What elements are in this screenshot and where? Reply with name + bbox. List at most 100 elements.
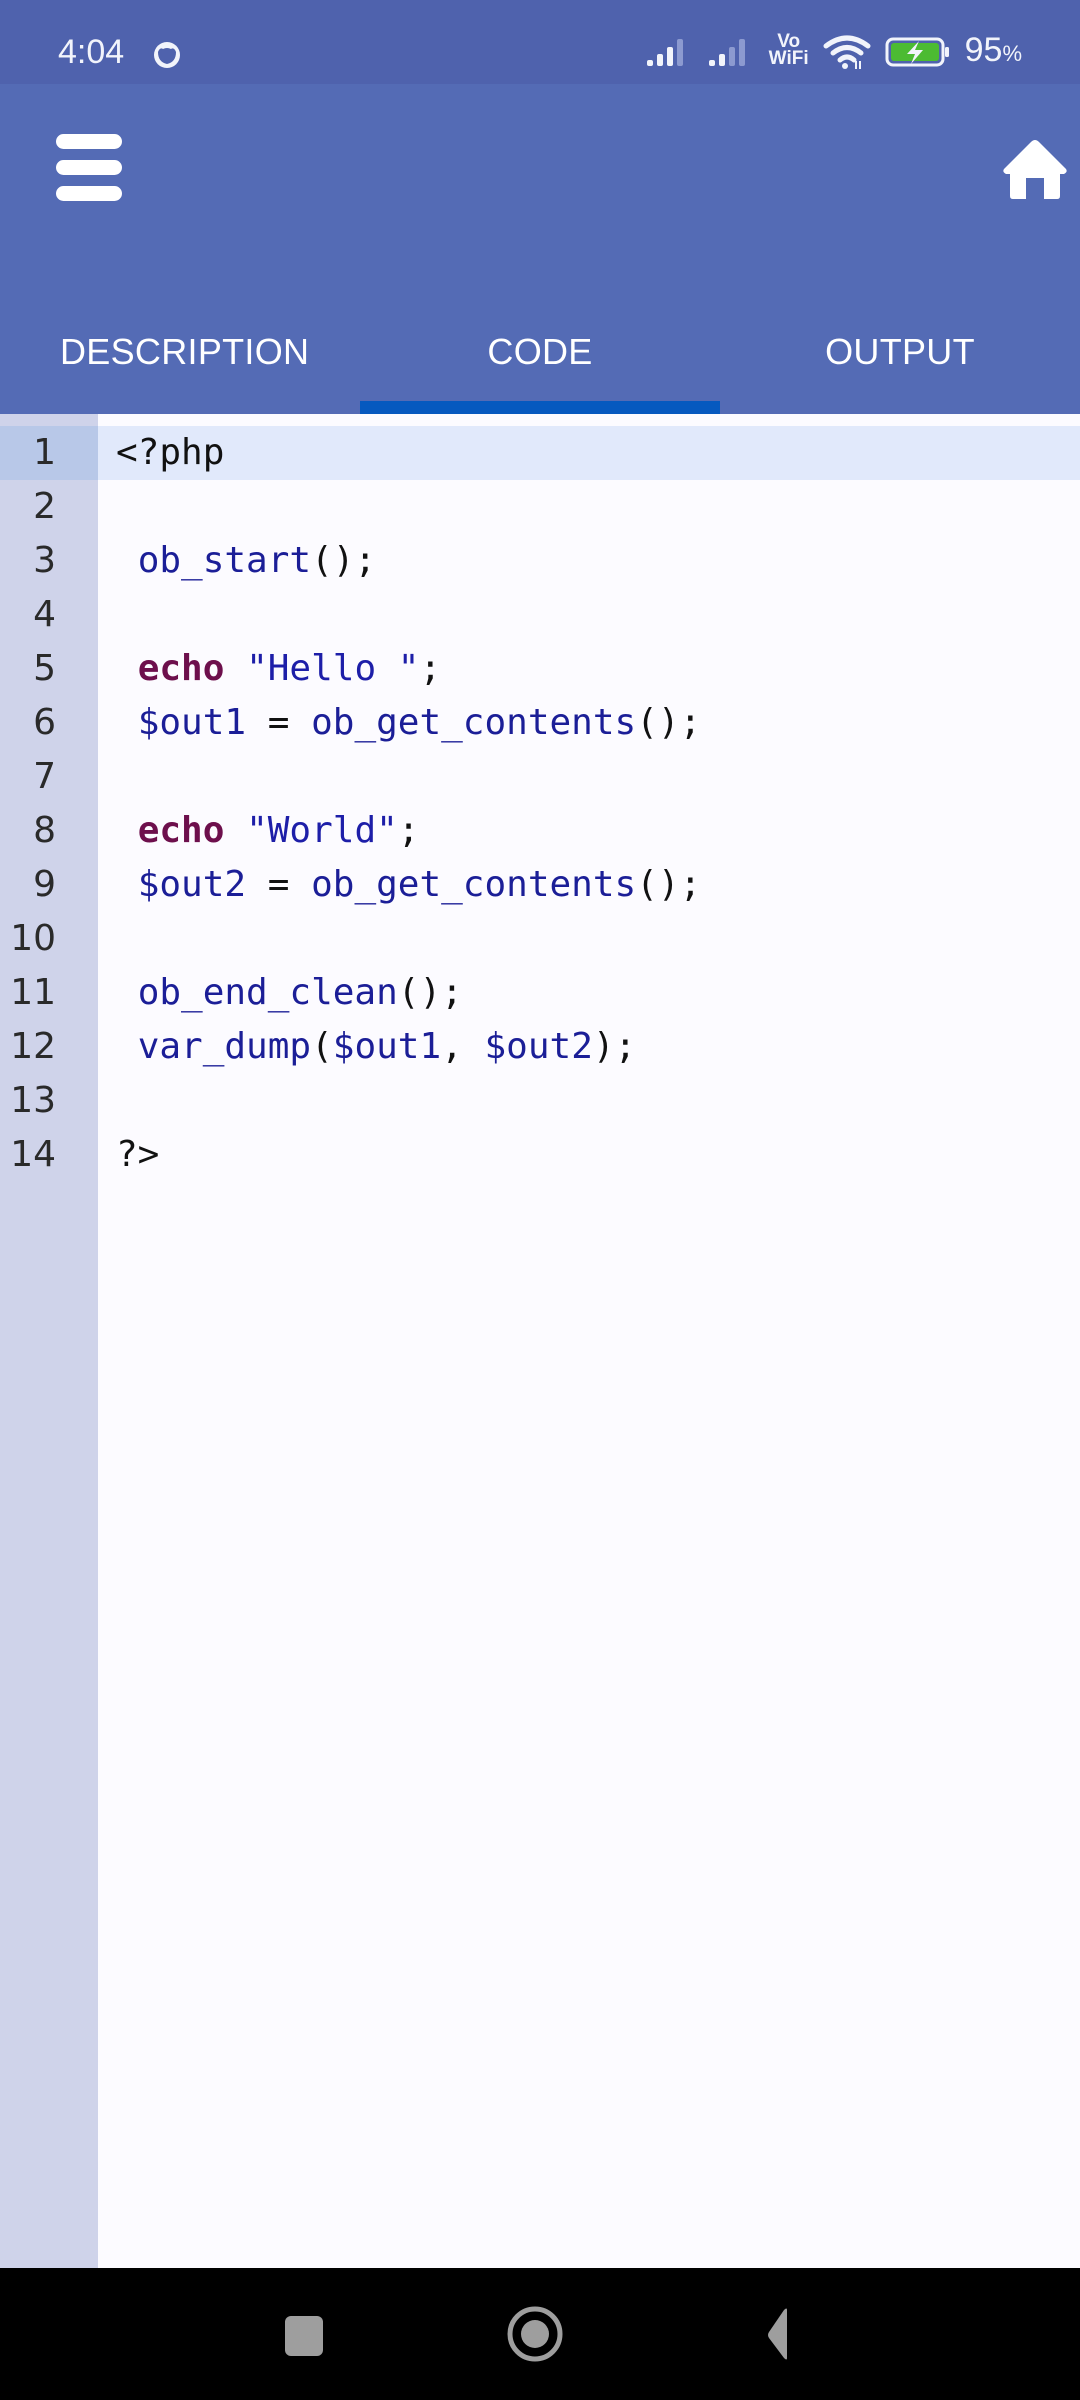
code-line[interactable]: 3 ob_start(); bbox=[0, 534, 1080, 588]
code-text: ob_end_clean(); bbox=[98, 966, 463, 1020]
code-token bbox=[116, 648, 138, 689]
home-circle-icon[interactable] bbox=[470, 2268, 600, 2400]
code-token: ?> bbox=[116, 1134, 160, 1175]
code-token bbox=[116, 1026, 138, 1067]
system-navigation-bar bbox=[0, 2268, 1080, 2400]
vowifi-icon: Vo WiFi bbox=[768, 31, 809, 69]
code-token: $out2 bbox=[484, 1026, 593, 1067]
app-notification-icon bbox=[154, 42, 180, 68]
code-line[interactable]: 1 <?php bbox=[0, 426, 1080, 480]
active-tab-indicator bbox=[360, 401, 720, 414]
app-bar: DESCRIPTION CODE OUTPUT bbox=[0, 84, 1080, 414]
code-token: "World" bbox=[246, 810, 398, 851]
code-text bbox=[98, 912, 116, 966]
wifi-icon bbox=[823, 35, 871, 69]
code-line[interactable]: 8 echo "World"; bbox=[0, 804, 1080, 858]
code-text: echo "Hello "; bbox=[98, 642, 441, 696]
hamburger-menu-icon[interactable] bbox=[56, 134, 122, 204]
code-token: ); bbox=[592, 1026, 637, 1067]
code-text: $out1 = ob_get_contents(); bbox=[98, 696, 702, 750]
home-icon[interactable] bbox=[1000, 136, 1070, 202]
line-number: 6 bbox=[33, 702, 56, 743]
code-token: (); bbox=[636, 864, 702, 905]
code-text: ob_start(); bbox=[98, 534, 376, 588]
code-token bbox=[116, 972, 138, 1013]
code-token bbox=[116, 810, 138, 851]
code-token bbox=[116, 540, 138, 581]
line-number: 8 bbox=[33, 810, 56, 851]
tab-bar: DESCRIPTION CODE OUTPUT bbox=[0, 300, 1080, 414]
code-token: "Hello " bbox=[246, 648, 420, 689]
code-line[interactable]: 2 bbox=[0, 480, 1080, 534]
code-token: ob_start bbox=[137, 540, 312, 581]
code-token: (); bbox=[636, 702, 702, 743]
recents-square-icon[interactable] bbox=[238, 2268, 368, 2400]
status-time: 4:04 bbox=[58, 33, 125, 71]
line-number: 5 bbox=[33, 648, 56, 689]
code-text bbox=[98, 480, 116, 534]
code-token: ob_get_contents bbox=[311, 702, 637, 743]
code-token: <?php bbox=[116, 432, 225, 473]
line-number: 12 bbox=[10, 1026, 56, 1067]
code-line[interactable]: 4 bbox=[0, 588, 1080, 642]
line-number: 10 bbox=[10, 918, 56, 959]
code-token: $out1 bbox=[137, 702, 247, 743]
code-line[interactable]: 13 bbox=[0, 1074, 1080, 1128]
line-number: 11 bbox=[10, 972, 56, 1013]
code-line[interactable]: 10 bbox=[0, 912, 1080, 966]
code-text: <?php bbox=[98, 426, 224, 480]
code-token: , bbox=[441, 1026, 485, 1067]
code-token: (); bbox=[397, 972, 463, 1013]
code-token: ; bbox=[419, 648, 442, 689]
line-number: 2 bbox=[33, 486, 56, 527]
battery-percent: 95% bbox=[964, 31, 1022, 69]
code-text bbox=[98, 750, 116, 804]
code-token: = bbox=[246, 864, 312, 905]
code-text: var_dump($out1, $out2); bbox=[98, 1020, 637, 1074]
line-number: 1 bbox=[0, 426, 98, 480]
tab-code[interactable]: CODE bbox=[360, 300, 720, 414]
code-line[interactable]: 9 $out2 = ob_get_contents(); bbox=[0, 858, 1080, 912]
line-number: 9 bbox=[33, 864, 56, 905]
status-bar: 4:04 Vo WiFi bbox=[0, 0, 1080, 84]
code-line[interactable]: 12 var_dump($out1, $out2); bbox=[0, 1020, 1080, 1074]
line-number-gutter bbox=[0, 414, 98, 2268]
line-number: 13 bbox=[10, 1080, 56, 1121]
code-line[interactable]: 7 bbox=[0, 750, 1080, 804]
code-text: ?> bbox=[98, 1128, 159, 1182]
code-line[interactable]: 5 echo "Hello "; bbox=[0, 642, 1080, 696]
code-token: = bbox=[246, 702, 312, 743]
code-token: ob_get_contents bbox=[311, 864, 637, 905]
back-triangle-icon[interactable] bbox=[705, 2268, 835, 2400]
code-line[interactable]: 14 ?> bbox=[0, 1128, 1080, 1182]
code-token: ob_end_clean bbox=[137, 972, 398, 1013]
code-token bbox=[224, 810, 246, 851]
code-token: $out1 bbox=[332, 1026, 442, 1067]
code-token: echo bbox=[137, 810, 225, 851]
status-icons: Vo WiFi 95% bbox=[645, 30, 1022, 74]
battery-charging-icon bbox=[885, 37, 949, 67]
code-text bbox=[98, 1074, 116, 1128]
signal-icon-sim1 bbox=[646, 39, 683, 66]
code-token bbox=[224, 648, 246, 689]
code-token: ( bbox=[311, 1026, 333, 1067]
line-number: 4 bbox=[33, 594, 56, 635]
code-line[interactable]: 6 $out1 = ob_get_contents(); bbox=[0, 696, 1080, 750]
line-number: 14 bbox=[10, 1134, 56, 1175]
tab-output[interactable]: OUTPUT bbox=[825, 331, 975, 372]
code-line[interactable]: 11 ob_end_clean(); bbox=[0, 966, 1080, 1020]
code-text bbox=[98, 588, 116, 642]
code-text: echo "World"; bbox=[98, 804, 420, 858]
line-number: 7 bbox=[33, 756, 56, 797]
code-token: var_dump bbox=[137, 1026, 312, 1067]
code-token bbox=[116, 702, 138, 743]
code-text: $out2 = ob_get_contents(); bbox=[98, 858, 702, 912]
line-number: 3 bbox=[33, 540, 56, 581]
code-token: $out2 bbox=[137, 864, 247, 905]
code-token bbox=[116, 864, 138, 905]
signal-icon-sim2 bbox=[708, 39, 745, 66]
tab-description[interactable]: DESCRIPTION bbox=[60, 331, 310, 372]
code-token: (); bbox=[311, 540, 377, 581]
